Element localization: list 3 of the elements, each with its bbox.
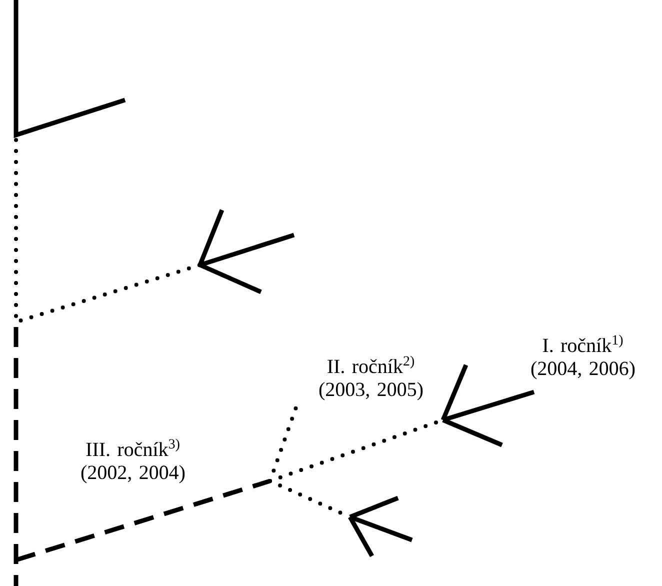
branch-label: II. ročník$^{2)}$ (2003, 2005) <box>319 356 423 400</box>
branch-label: I. ročník$^{1)}$ (2004, 2006) <box>531 334 635 380</box>
branch-label: III. ročník$^{3)}$ (2002, 2004) <box>81 438 185 484</box>
